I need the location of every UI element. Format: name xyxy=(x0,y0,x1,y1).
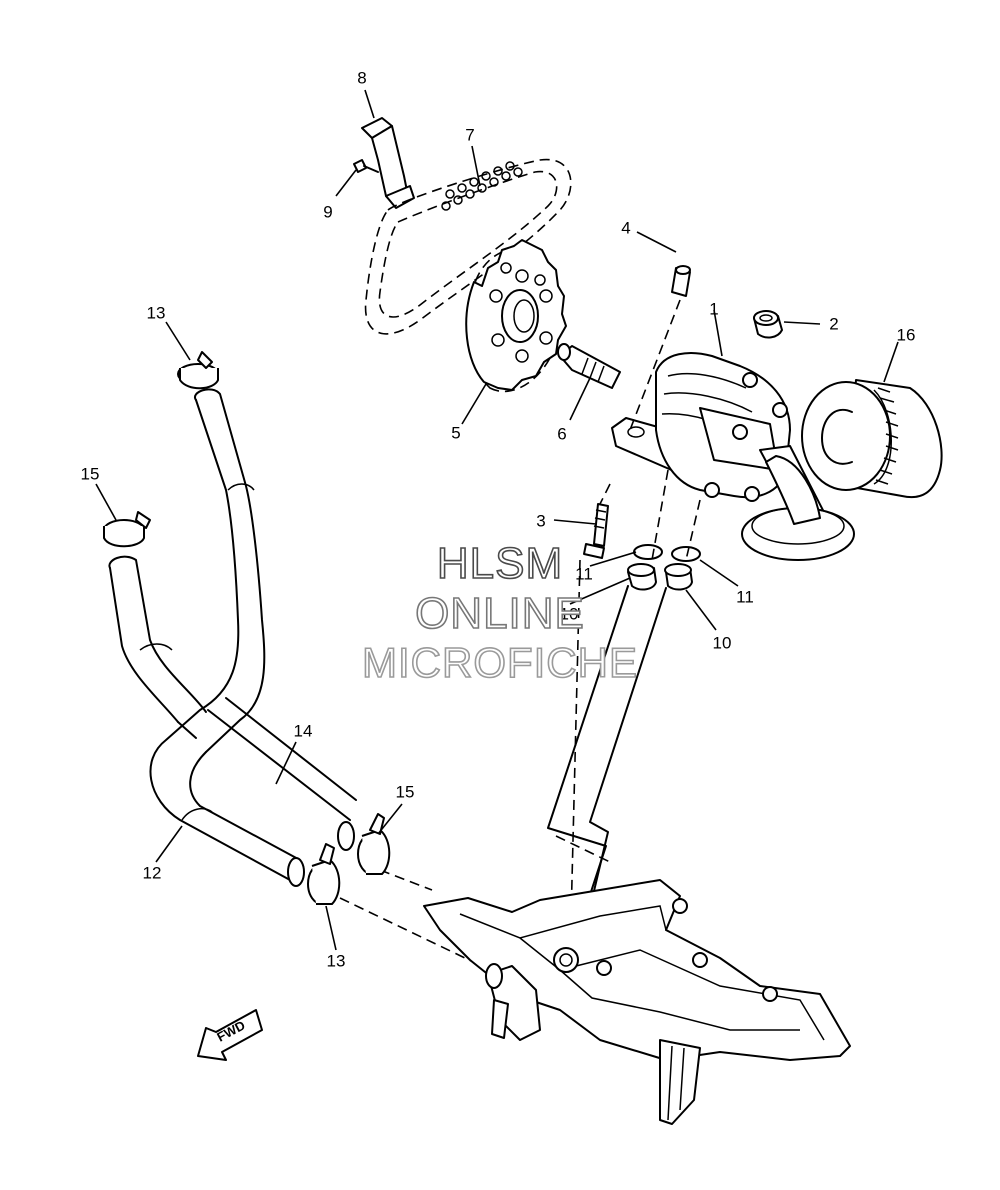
dowel-pin-part-4 xyxy=(671,265,691,297)
callout-10-left[interactable]: 10 xyxy=(559,604,579,624)
alignment-lines xyxy=(339,299,701,971)
callout-12[interactable]: 12 xyxy=(142,863,162,883)
collar-part-2 xyxy=(753,310,783,339)
oil-pump-assembly-part-1 xyxy=(611,352,855,561)
crankcase-oil-pan xyxy=(423,879,851,1125)
callout-10-right[interactable]: 10 xyxy=(712,633,732,653)
bolt-part-9 xyxy=(353,159,379,173)
watermark-line-2: ONLINE xyxy=(414,589,585,638)
callout-6[interactable]: 6 xyxy=(557,424,567,444)
chain-guide-bracket-part-8 xyxy=(361,117,415,209)
callout-9[interactable]: 9 xyxy=(323,202,333,222)
collars-part-10 xyxy=(627,563,693,591)
callout-5[interactable]: 5 xyxy=(451,423,461,443)
bolt-part-3 xyxy=(583,503,609,559)
callout-13-top[interactable]: 13 xyxy=(146,303,166,323)
hose-clamps xyxy=(103,351,391,905)
oil-filter-part-16 xyxy=(801,379,943,499)
pump-shaft-part-6 xyxy=(557,343,621,389)
callout-16[interactable]: 16 xyxy=(896,325,916,345)
forward-direction-arrow: FWD xyxy=(197,1009,263,1061)
callout-leader-lines xyxy=(95,89,899,951)
callout-7[interactable]: 7 xyxy=(465,125,475,145)
callout-4[interactable]: 4 xyxy=(621,218,631,238)
sprocket-part-5 xyxy=(465,239,567,393)
callout-15-left[interactable]: 15 xyxy=(80,464,100,484)
callout-11-right[interactable]: 11 xyxy=(736,587,754,607)
watermark-line-3: MICROFICHE xyxy=(361,639,638,686)
oil-hoses xyxy=(108,388,357,887)
callout-11-left[interactable]: 11 xyxy=(575,564,593,584)
callout-8[interactable]: 8 xyxy=(357,68,367,88)
watermark-line-1: HLSM xyxy=(436,539,564,588)
callout-3[interactable]: 3 xyxy=(536,511,546,531)
callout-1[interactable]: 1 xyxy=(709,299,719,319)
callout-14[interactable]: 14 xyxy=(293,721,313,741)
callout-2[interactable]: 2 xyxy=(829,314,839,334)
callout-15-right[interactable]: 15 xyxy=(395,782,415,802)
callout-13-bottom[interactable]: 13 xyxy=(326,951,346,971)
